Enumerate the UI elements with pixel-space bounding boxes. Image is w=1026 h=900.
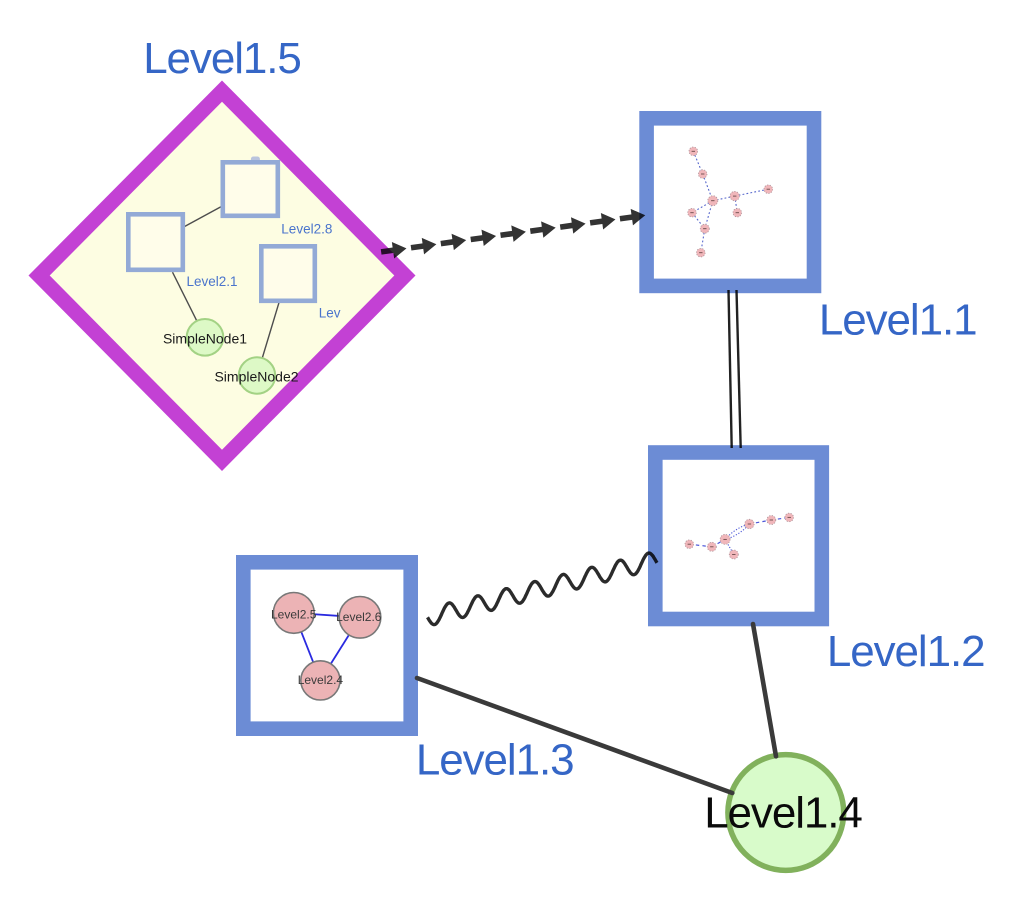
svg-text:Level2.6: Level2.6 [336, 610, 382, 624]
svg-text:Lev: Lev [319, 306, 341, 321]
svg-text:Level1.3: Level1.3 [416, 735, 574, 784]
svg-text:Level1.2: Level1.2 [827, 627, 985, 676]
svg-text:SimpleNode2: SimpleNode2 [214, 369, 298, 385]
svg-text:Level2.5: Level2.5 [271, 607, 317, 621]
svg-text:SimpleNode1: SimpleNode1 [163, 331, 247, 347]
svg-text:Level1.1: Level1.1 [819, 295, 977, 344]
svg-text:Level2.8: Level2.8 [281, 222, 332, 237]
svg-text:Level2.1: Level2.1 [187, 274, 238, 289]
svg-text:Level1.4: Level1.4 [704, 789, 862, 838]
svg-text:Level1.5: Level1.5 [143, 34, 301, 83]
svg-text:Level2.4: Level2.4 [298, 673, 344, 687]
